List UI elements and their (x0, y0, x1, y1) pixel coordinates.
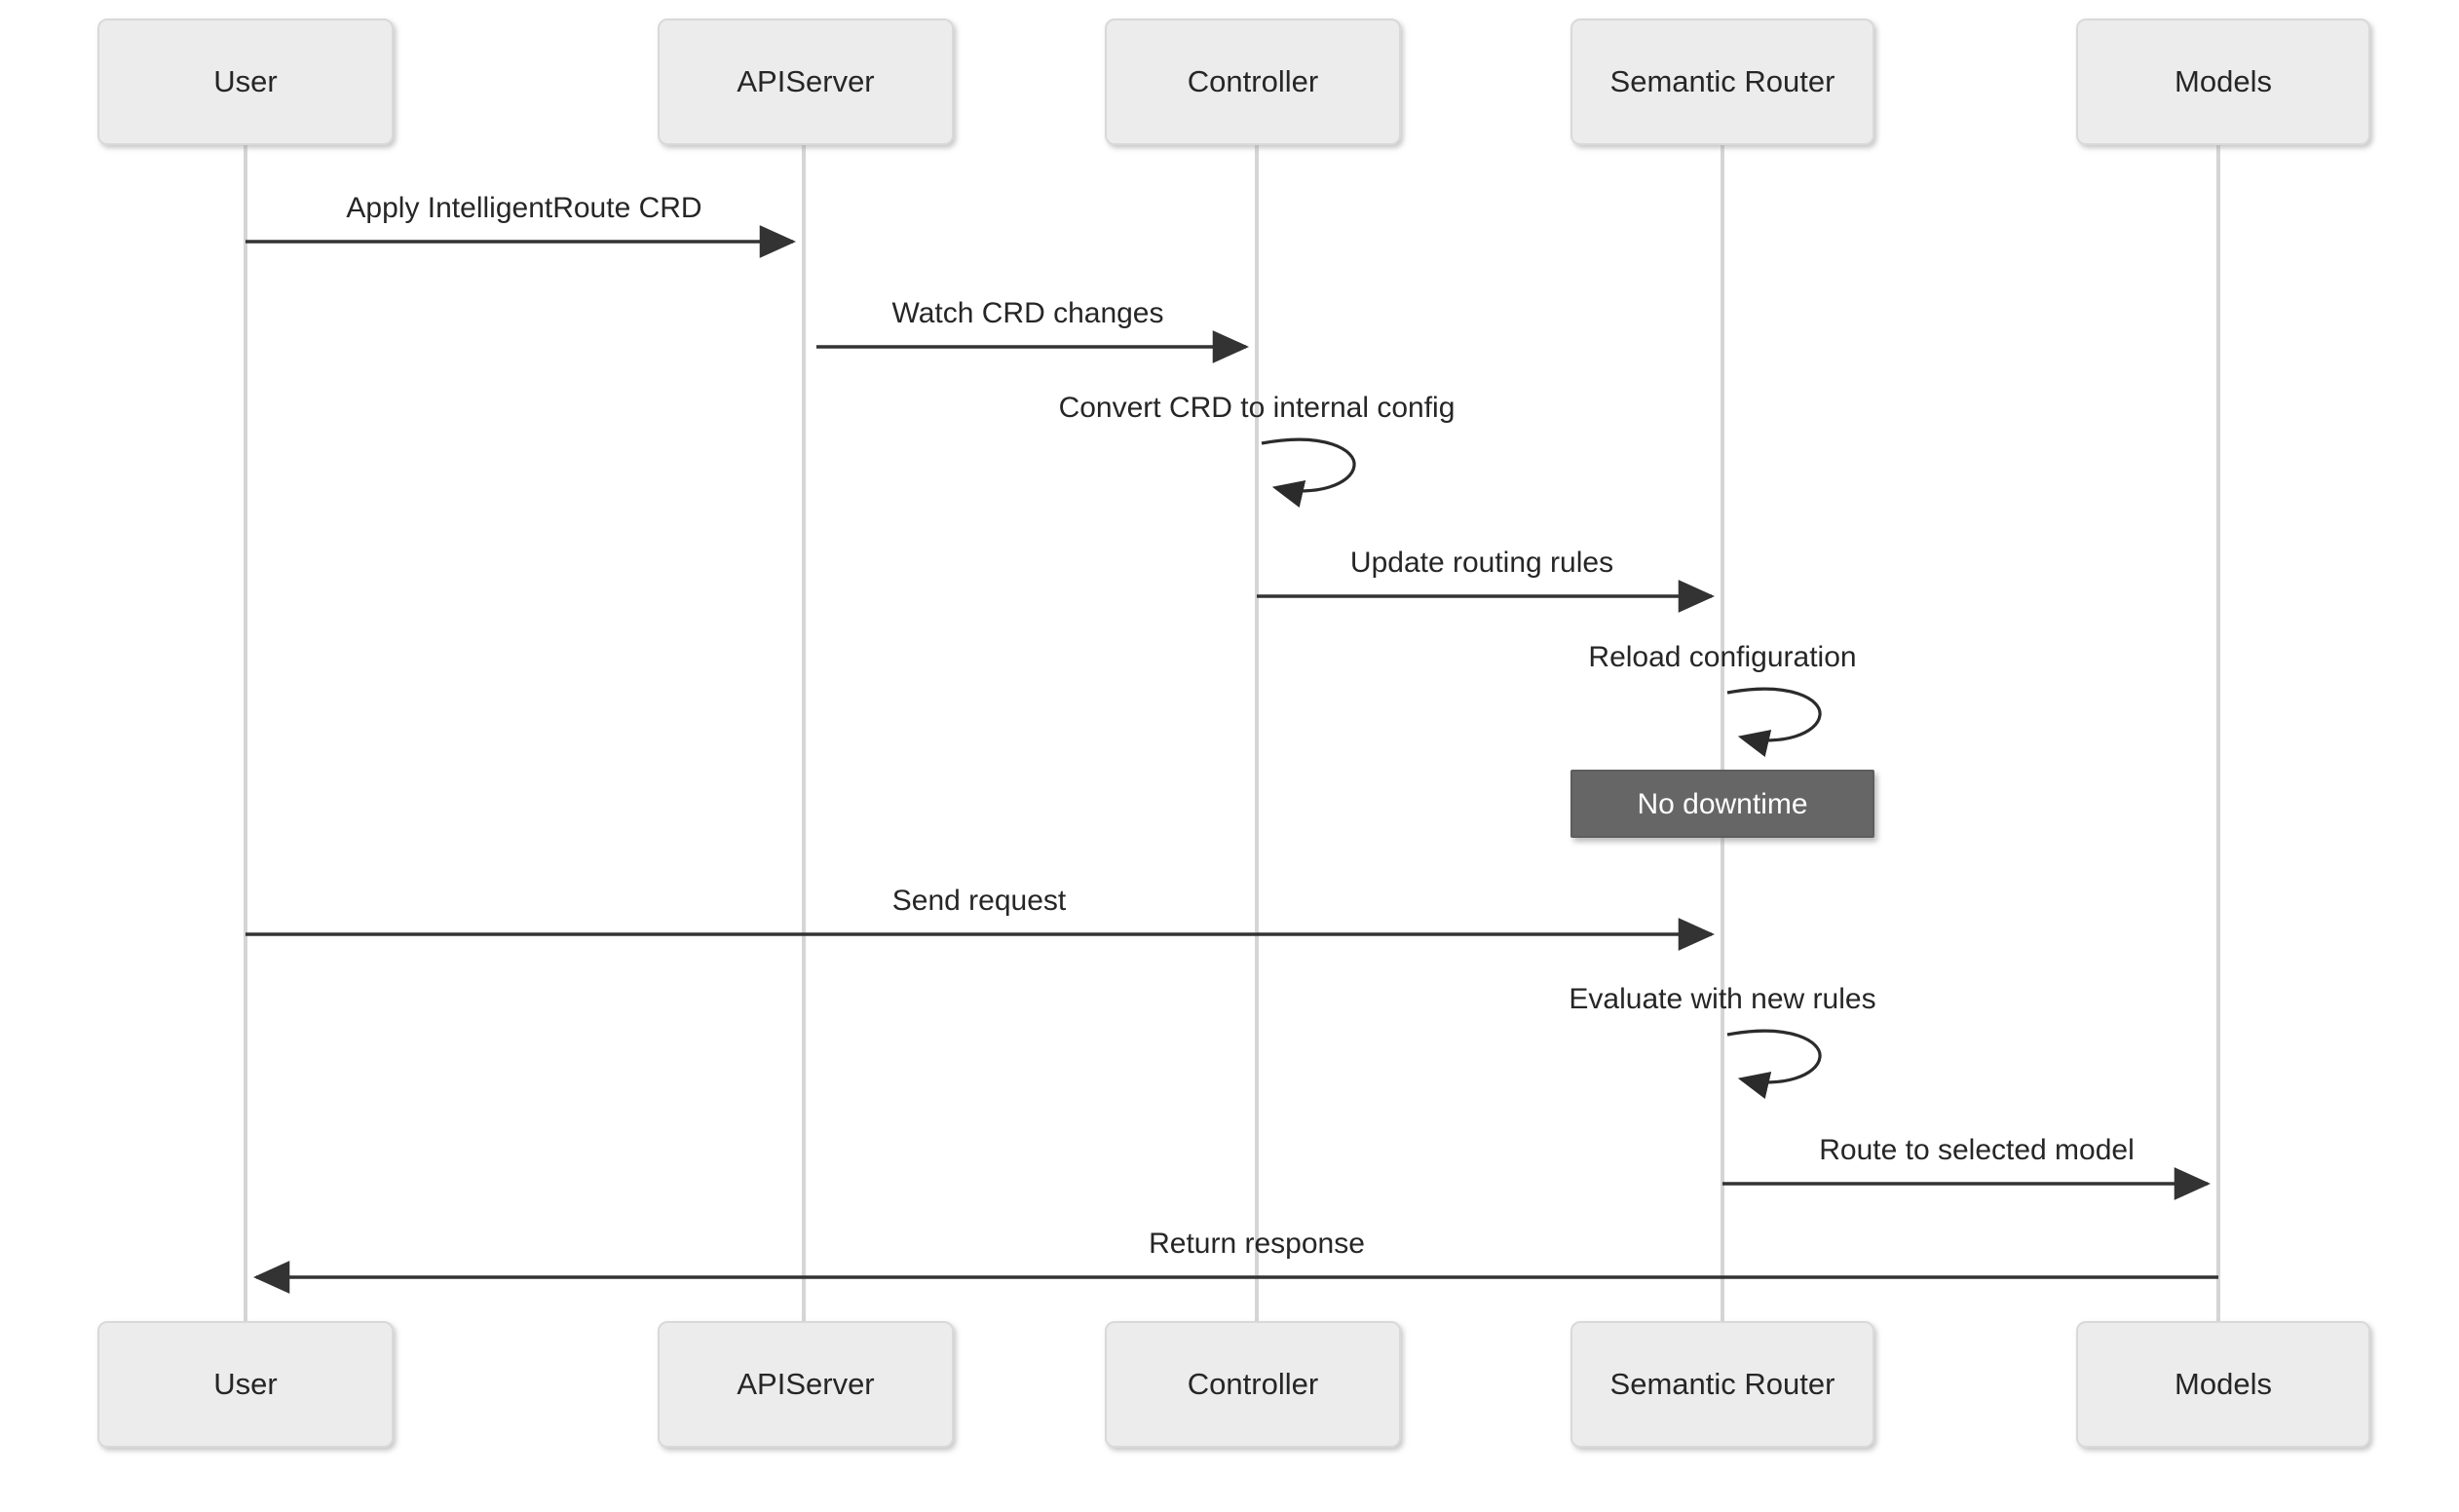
actor-controller-top[interactable]: Controller (1105, 19, 1401, 145)
message-selfloop-3[interactable] (1261, 437, 1356, 509)
message-return-response[interactable]: Return response (252, 1228, 2218, 1294)
actor-box-router-bottom[interactable] (1570, 1321, 1874, 1448)
message-update-routing-rules[interactable]: Update routing rules (1257, 547, 1716, 613)
actor-label-apiserver-bottom: APIServer (737, 1367, 874, 1401)
actor-label-router-bottom: Semantic Router (1610, 1367, 1835, 1401)
actor-router-bottom[interactable]: Semantic Router (1570, 1321, 1874, 1448)
actor-label-router-top: Semantic Router (1610, 64, 1835, 98)
actor-controller-bottom[interactable]: Controller (1105, 1321, 1401, 1448)
message-send-request[interactable]: Send request (246, 885, 1716, 951)
actor-label-models-top: Models (2175, 64, 2272, 98)
actor-box-controller-bottom[interactable] (1105, 1321, 1401, 1448)
message-watch-crd-changes[interactable]: Watch CRD changes (816, 297, 1250, 363)
actor-apiserver-bottom[interactable]: APIServer (658, 1321, 954, 1448)
actor-models-bottom[interactable]: Models (2076, 1321, 2370, 1448)
message-evaluate-with-new-rules[interactable]: Evaluate with new rules (1569, 983, 1876, 1100)
actor-box-apiserver-top[interactable] (658, 19, 954, 145)
message-apply-intelligentroute-crd[interactable]: Apply IntelligentRoute CRD (246, 192, 797, 258)
actor-header-row: User APIServer Controller Semantic Route… (97, 19, 2370, 145)
message-label-1: Apply IntelligentRoute CRD (346, 192, 701, 224)
message-label-5: Reload configuration (1588, 641, 1856, 673)
actor-box-user-top[interactable] (97, 19, 394, 145)
message-label-2: Watch CRD changes (892, 297, 1164, 329)
message-label-7: Evaluate with new rules (1569, 983, 1875, 1015)
actor-user-bottom[interactable]: User (97, 1321, 394, 1448)
message-label-9: Return response (1149, 1228, 1365, 1260)
actor-box-models-top[interactable] (2076, 19, 2370, 145)
note-no-downtime[interactable]: No downtime (1570, 770, 1874, 838)
actor-models-top[interactable]: Models (2076, 19, 2370, 145)
message-reload-configuration[interactable]: Reload configuration (1588, 641, 1857, 758)
message-selfloop-5[interactable] (1726, 687, 1822, 758)
actor-router-top[interactable]: Semantic Router (1570, 19, 1874, 145)
actor-box-user-bottom[interactable] (97, 1321, 394, 1448)
note-box-no-downtime[interactable] (1570, 770, 1874, 838)
message-selfloop-7[interactable] (1726, 1029, 1822, 1100)
actor-box-controller-top[interactable] (1105, 19, 1401, 145)
message-label-4: Update routing rules (1350, 547, 1613, 579)
message-convert-crd-to-internal-config[interactable]: Convert CRD to internal config (1059, 392, 1456, 509)
note-label-no-downtime: No downtime (1637, 788, 1807, 820)
actor-label-user-bottom: User (213, 1367, 277, 1401)
actor-label-apiserver-top: APIServer (737, 64, 874, 98)
actor-footer-row: User APIServer Controller Semantic Route… (97, 1321, 2370, 1448)
message-label-6: Send request (892, 885, 1067, 917)
message-label-3: Convert CRD to internal config (1059, 392, 1456, 424)
actor-box-models-bottom[interactable] (2076, 1321, 2370, 1448)
actor-box-router-top[interactable] (1570, 19, 1874, 145)
message-label-8: Route to selected model (1819, 1134, 2135, 1166)
actor-box-apiserver-bottom[interactable] (658, 1321, 954, 1448)
actor-apiserver-top[interactable]: APIServer (658, 19, 954, 145)
message-route-to-selected-model[interactable]: Route to selected model (1722, 1134, 2212, 1200)
actor-label-controller-bottom: Controller (1188, 1367, 1318, 1401)
actor-label-user-top: User (213, 64, 277, 98)
actor-label-controller-top: Controller (1188, 64, 1318, 98)
lifelines-group (244, 144, 2220, 1321)
actor-user-top[interactable]: User (97, 19, 394, 145)
actor-label-models-bottom: Models (2175, 1367, 2272, 1401)
